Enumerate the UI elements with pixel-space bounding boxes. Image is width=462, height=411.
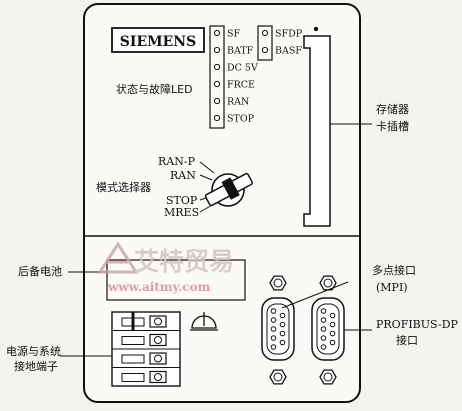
mode-tick-ran xyxy=(199,174,213,181)
mpi-label-1: 多点接口 xyxy=(372,263,416,277)
terminal-wire-slot xyxy=(121,354,145,364)
connector-pin xyxy=(279,330,286,337)
terminal-screw[interactable] xyxy=(149,352,167,365)
mpi-label-2: (MPI) xyxy=(376,281,408,294)
connector-pin xyxy=(270,344,277,350)
terminal-screw-head xyxy=(154,336,162,344)
bus-led-label-1: BASF xyxy=(275,46,302,57)
memory-card-slot[interactable] xyxy=(303,35,331,227)
led-strip-right xyxy=(257,25,273,61)
hex-screw-icon xyxy=(319,275,337,291)
terminal-screw-head xyxy=(154,373,162,381)
ground-symbol-icon xyxy=(190,312,218,331)
status-led-label-0: SF xyxy=(227,29,241,40)
mode-pos-mres: MRES xyxy=(164,206,199,219)
led-left-group: SF BATF DC 5V FRCE RAN STOP xyxy=(213,29,258,125)
connector-pin xyxy=(270,335,277,341)
connector-pin xyxy=(320,308,327,314)
slot-indicator-dot xyxy=(313,26,319,32)
profibus-dp-port[interactable] xyxy=(311,297,345,361)
status-led-label-3: FRCE xyxy=(227,80,255,91)
mode-pos-ran: RAN xyxy=(170,169,196,182)
status-led-label: 状态与故障LED xyxy=(116,82,193,96)
status-led-label-2: DC 5V xyxy=(227,63,258,74)
status-led-label-1: BATF xyxy=(227,46,254,57)
memory-slot-label-2: 卡插槽 xyxy=(376,119,409,133)
connector-pin xyxy=(320,317,327,323)
led-strip-left xyxy=(209,25,225,129)
terminal-wire-slot xyxy=(121,336,145,345)
connector-pin xyxy=(279,321,286,328)
mode-selector-label: 模式选择器 xyxy=(96,180,151,194)
status-led-2 xyxy=(213,63,221,71)
terminal-screw-head xyxy=(154,354,162,363)
watermark-name: 艾特贸易 xyxy=(134,247,234,276)
status-led-3 xyxy=(213,80,221,88)
status-led-5 xyxy=(213,114,221,122)
status-led-label-4: RAN xyxy=(227,97,249,108)
connector-pin xyxy=(320,326,327,332)
connector-pin xyxy=(279,312,286,319)
status-led-0 xyxy=(213,29,221,37)
mode-pos-stop: STOP xyxy=(166,194,198,207)
hex-screw-center xyxy=(323,372,333,382)
status-led-4 xyxy=(213,97,221,105)
mpi-leader xyxy=(281,281,349,309)
terminal-label-2: 接地端子 xyxy=(14,360,58,373)
terminal-label-1: 电源与系统 xyxy=(6,344,61,358)
mpi-port[interactable] xyxy=(261,297,295,361)
connector-pin xyxy=(320,344,327,350)
status-led-label-5: STOP xyxy=(227,114,255,125)
connector-pin xyxy=(270,326,277,332)
bus-led-1 xyxy=(261,46,269,54)
mode-pos-ranp: RAN-P xyxy=(158,155,196,168)
hex-screw-center xyxy=(273,372,283,382)
hex-screws xyxy=(269,275,337,385)
hex-screw-icon xyxy=(269,275,287,291)
mode-tick-ranp xyxy=(199,161,215,174)
profibus-label-2: 接口 xyxy=(396,334,418,347)
status-led-1 xyxy=(213,46,221,54)
mode-selector-key[interactable] xyxy=(203,169,255,209)
watermark-logo: 艾特贸易 www.aitmy.com xyxy=(97,241,234,294)
connector-pin xyxy=(329,339,336,346)
connector-pin xyxy=(270,317,277,323)
connector-pin xyxy=(279,339,286,346)
terminal-screw[interactable] xyxy=(149,370,167,384)
terminal-rows xyxy=(112,311,180,384)
battery-compartment[interactable] xyxy=(106,259,246,301)
hex-screw-icon xyxy=(269,369,287,385)
terminal-screw-head xyxy=(154,317,162,326)
battery-label: 后备电池 xyxy=(18,264,62,278)
memory-slot-label-1: 存储器 xyxy=(376,102,409,116)
terminal-wire-slot xyxy=(121,373,145,382)
connector-pin xyxy=(329,312,336,319)
led-right-group: SFDP BASF xyxy=(261,29,303,57)
hex-screw-center xyxy=(323,278,333,288)
hex-screw-center xyxy=(273,278,283,288)
terminal-screw[interactable] xyxy=(149,315,167,328)
hex-screw-icon xyxy=(319,369,337,385)
bus-led-0 xyxy=(261,29,269,37)
watermark-url: www.aitmy.com xyxy=(107,280,211,294)
siemens-logo-box xyxy=(111,27,205,53)
terminal-screw[interactable] xyxy=(149,333,167,347)
connector-pin xyxy=(270,308,277,314)
bus-led-label-0: SFDP xyxy=(275,29,303,40)
brand-logo: SIEMENS xyxy=(120,34,196,50)
connector-pin xyxy=(329,330,336,337)
connector-pin xyxy=(320,335,327,341)
profibus-label-1: PROFIBUS-DP xyxy=(376,318,459,331)
connector-pin xyxy=(329,321,336,328)
